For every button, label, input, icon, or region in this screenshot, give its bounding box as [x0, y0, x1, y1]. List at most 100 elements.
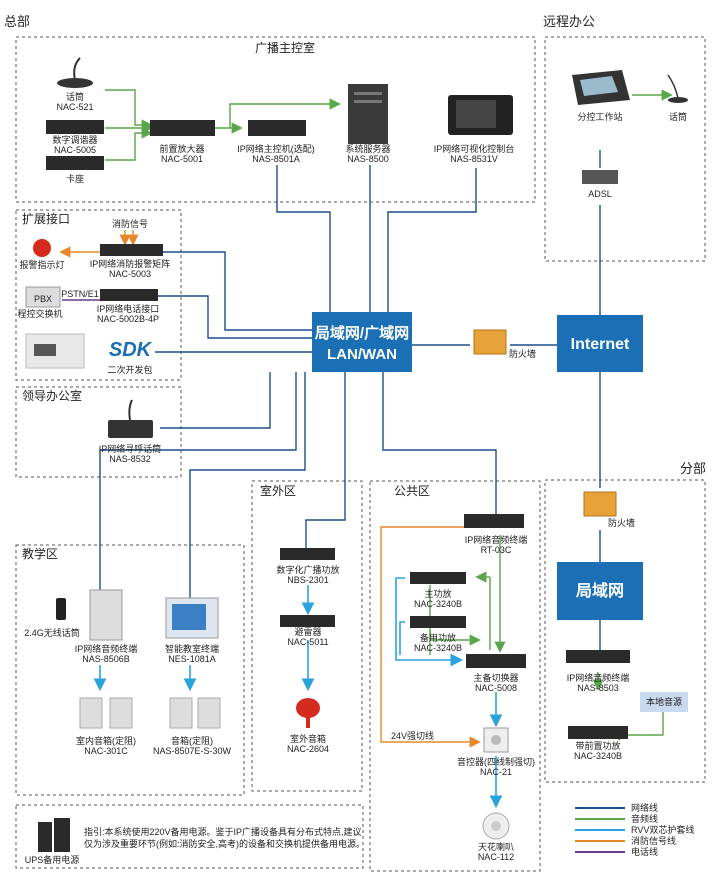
svg-text:NAS-8501A: NAS-8501A [252, 154, 300, 164]
ups-device: UPS备用电源 [25, 818, 80, 865]
net-line-paging [160, 372, 271, 429]
branch-lan-hub [557, 562, 643, 620]
svg-text:IP网络音频终端: IP网络音频终端 [567, 672, 630, 683]
section-expansion [15, 209, 182, 381]
tuner-device: 数字调谐器 NAC-5005 [46, 120, 104, 155]
outdoor-amp-device: 数字化广播功放 NBS-2301 [276, 548, 340, 585]
cassette-device: 卡座 [46, 156, 104, 184]
section-expansion-title: 扩展接口 [22, 211, 70, 226]
svg-text:IP网络音频终端: IP网络音频终端 [465, 534, 528, 545]
backup-amp-device: 备用功放 NAC-3240B [410, 616, 466, 653]
svg-text:UPS备用电源: UPS备用电源 [25, 854, 80, 865]
svg-text:NAS-8500: NAS-8500 [347, 154, 389, 164]
svg-text:防火墙: 防火墙 [608, 517, 635, 528]
section-remote [544, 36, 706, 262]
smart-speaker-icon: 音箱(定阻) NAS-8507E-S-30W [153, 697, 232, 756]
svg-text:分控工作站: 分控工作站 [577, 111, 622, 122]
section-teaching-title: 教学区 [22, 546, 58, 561]
net-line-outdoor-amp [305, 372, 346, 548]
svg-text:NAS-8507E-S-30W: NAS-8507E-S-30W [153, 746, 232, 756]
internet-hub-label: Internet [571, 336, 630, 353]
svg-text:IP网络寻呼话筒: IP网络寻呼话筒 [99, 443, 162, 454]
net-line-console [387, 168, 477, 312]
outdoor-speaker-icon: 室外音箱 NAC-2604 [287, 698, 329, 754]
svg-text:报警指示灯: 报警指示灯 [19, 259, 64, 270]
section-leader-office [15, 386, 182, 478]
svg-text:室外音箱: 室外音箱 [290, 733, 326, 744]
svg-text:NAC-3240B: NAC-3240B [414, 599, 462, 609]
console-device: IP网络可视化控制台 NAS-8531V [434, 95, 514, 164]
local-source-box: 本地音源 [640, 692, 688, 712]
svg-text:天花喇叭: 天花喇叭 [478, 841, 514, 852]
alarm-light-device: 报警指示灯 [19, 239, 65, 270]
lan-wan-hub [312, 312, 412, 372]
legend-label: 音频线 [631, 813, 658, 824]
svg-text:NAS-8503: NAS-8503 [577, 683, 619, 693]
net-line-teaching-term [99, 372, 297, 590]
svg-text:NAS-8506B: NAS-8506B [82, 654, 130, 664]
svg-text:智能教室终端: 智能教室终端 [165, 643, 219, 654]
branch-lan-hub-label: 局域网 [576, 581, 624, 600]
svg-text:话筒: 话筒 [66, 91, 84, 102]
section-teaching [15, 544, 245, 796]
region-branch: 分部 [680, 461, 706, 476]
svg-text:IP网络消防报警矩阵: IP网络消防报警矩阵 [90, 258, 171, 269]
volume-control-device: 音控器(四线制强切) NAC-21 [457, 727, 535, 777]
smart-terminal-device: 智能教室终端 NES-1081A [165, 597, 219, 664]
svg-text:前置放大器: 前置放大器 [159, 143, 204, 154]
net-line-host [276, 165, 331, 312]
adsl-device: ADSL [582, 170, 618, 199]
pbx-device: PBX 程控交换机 [17, 286, 63, 319]
svg-text:NAS-8531V: NAS-8531V [450, 154, 498, 164]
server-device: 系统服务器 NAS-8500 [345, 84, 391, 164]
svg-text:NAC-5008: NAC-5008 [475, 683, 517, 693]
firewall-branch-icon: 防火墙 [583, 491, 635, 528]
legend-label: 电话线 [631, 846, 658, 857]
svg-text:RT-03C: RT-03C [481, 545, 512, 555]
net-line-public-term [382, 372, 497, 514]
svg-text:数字化广播功放: 数字化广播功放 [276, 564, 339, 575]
section-leader-title: 领导办公室 [22, 388, 82, 403]
svg-text:NAC-5005: NAC-5005 [54, 145, 96, 155]
svg-text:NAC-3240B: NAC-3240B [574, 751, 622, 761]
note-line1: 指引:本系统使用220V备用电源。鉴于IP广播设备具有分布式特点,建议 [84, 826, 362, 837]
fire-lines [59, 230, 481, 748]
section-public [369, 480, 541, 872]
pstn-label: PSTN/E1 [61, 289, 99, 299]
svg-text:NAC-112: NAC-112 [478, 852, 514, 862]
legend-label: 网络线 [631, 802, 658, 813]
ceiling-speaker-icon: 天花喇叭 NAC-112 [478, 812, 514, 862]
v24-label: 24V强切线 [391, 730, 434, 741]
svg-text:NAC-521: NAC-521 [56, 102, 93, 112]
svg-text:二次开发包: 二次开发包 [107, 364, 152, 375]
svg-text:NAC-5001: NAC-5001 [161, 154, 203, 164]
sdk-device: SDK 二次开发包 [107, 339, 152, 375]
net-line-smart-term [189, 372, 306, 598]
arrester-device: 避雷器 NAC-5011 [280, 615, 335, 647]
section-outdoor [251, 480, 363, 792]
rvv-lines [93, 577, 503, 809]
svg-text:音控器(四线制强切): 音控器(四线制强切) [457, 756, 535, 767]
network-lines [99, 150, 601, 650]
wireless-mic-device: 2.4G无线话筒 [24, 598, 80, 638]
audio-lines [105, 89, 664, 741]
lan-wan-hub-line2: LAN/WAN [327, 346, 397, 363]
firewall-hq-icon: 防火墙 [473, 329, 536, 359]
svg-text:IP网络电话接口: IP网络电话接口 [97, 303, 160, 314]
svg-text:主备切换器: 主备切换器 [473, 672, 518, 683]
svg-text:主功放: 主功放 [424, 588, 451, 599]
ip-host-device: IP网络主控机(选配) NAS-8501A [237, 120, 315, 164]
region-remote: 远程办公 [543, 14, 595, 29]
svg-text:IP网络音频终端: IP网络音频终端 [75, 643, 138, 654]
section-broadcast-room [15, 36, 536, 203]
svg-text:防火墙: 防火墙 [509, 348, 536, 359]
section-branch [544, 479, 706, 783]
branch-amp-device: 带前置功放 NAC-3240B [568, 726, 628, 761]
indoor-speaker-icon: 室内音箱(定阻) NAC-301C [76, 697, 136, 756]
paging-mic-device: IP网络寻呼话筒 NAS-8532 [99, 399, 162, 464]
fire-matrix-device: IP网络消防报警矩阵 NAC-5003 [90, 244, 171, 279]
public-terminal-device: IP网络音频终端 RT-03C [464, 514, 527, 555]
svg-text:NAC-3240B: NAC-3240B [414, 643, 462, 653]
